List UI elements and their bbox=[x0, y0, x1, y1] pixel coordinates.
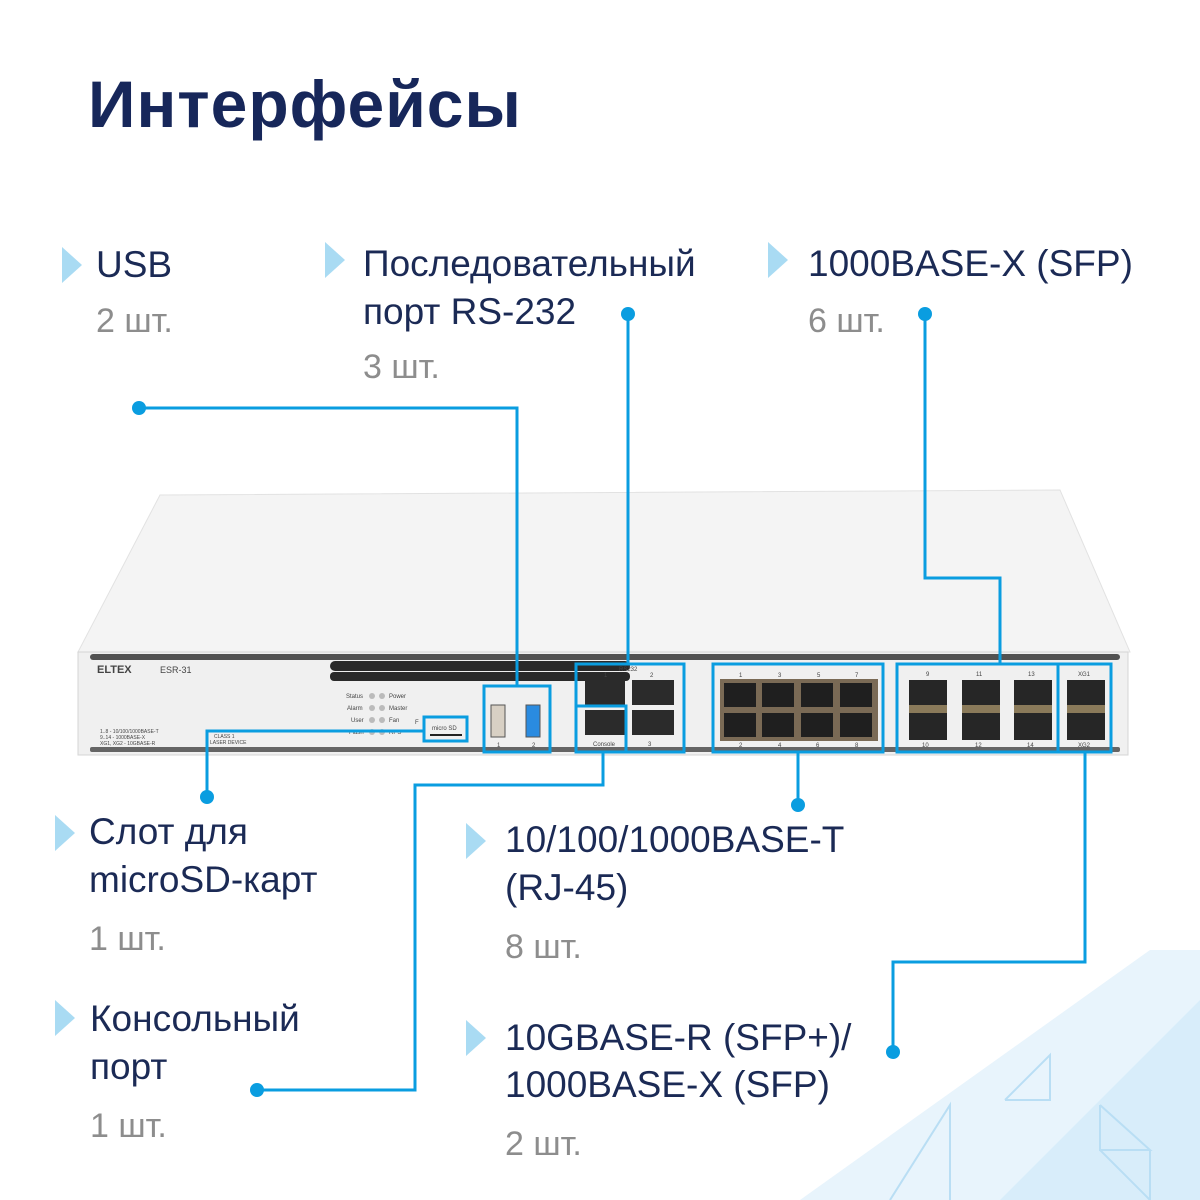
rs232-port-number: 1 bbox=[604, 673, 608, 679]
legend-line: XG1, XG2 - 10GBASE-R bbox=[100, 741, 156, 747]
led-label: Master bbox=[389, 706, 407, 712]
rs232-port-number: 2 bbox=[650, 673, 654, 679]
xg-port-label: XG2 bbox=[1078, 743, 1091, 749]
microsd-label: microSD-карт bbox=[89, 859, 318, 900]
sfp-port-number: 14 bbox=[1027, 743, 1034, 749]
triangle-bullet-icon bbox=[325, 242, 345, 278]
rj45-port-number: 8 bbox=[855, 743, 859, 749]
usb-port-number: 2 bbox=[532, 743, 536, 749]
f-label: F bbox=[415, 720, 419, 726]
triangle-bullet-icon bbox=[55, 815, 75, 851]
rj45-port-number: 7 bbox=[855, 673, 859, 679]
sfp-count: 6 шт. bbox=[808, 302, 885, 340]
microsd-label: micro SD bbox=[432, 726, 457, 732]
sfp-port-number: 9 bbox=[926, 672, 930, 678]
led-label: Status bbox=[346, 694, 363, 700]
sfpplus-count: 2 шт. bbox=[505, 1125, 582, 1163]
rj45-port-number: 6 bbox=[816, 743, 820, 749]
triangle-bullet-icon bbox=[768, 242, 788, 278]
rs232-label: Последовательный bbox=[363, 243, 696, 284]
sfpplus-highlight-box bbox=[1056, 662, 1113, 754]
console-label: порт bbox=[90, 1046, 168, 1087]
usb-highlight-box bbox=[482, 684, 552, 754]
led-label: Flash bbox=[349, 730, 364, 736]
triangle-bullet-icon bbox=[55, 1000, 75, 1036]
led-label: Power bbox=[389, 694, 406, 700]
xg-port-label: XG1 bbox=[1078, 672, 1091, 678]
led-label: Alarm bbox=[347, 706, 363, 712]
brand-logo: ELTEX bbox=[97, 664, 132, 676]
rj45-port-number: 4 bbox=[778, 743, 782, 749]
model-label: ESR-31 bbox=[160, 665, 192, 675]
usb-label: USB bbox=[96, 244, 173, 285]
rj45-port-number: 5 bbox=[817, 673, 821, 679]
sfp-port-number: 10 bbox=[922, 743, 929, 749]
rs232-label: порт RS-232 bbox=[363, 291, 577, 332]
legend-line: 9..14 - 1000BASE-X bbox=[100, 735, 146, 741]
triangle-bullet-icon bbox=[466, 823, 486, 859]
sfpplus-label: 10GBASE-R (SFP+)/ bbox=[505, 1017, 852, 1058]
rs232-label: RS232 bbox=[619, 667, 638, 673]
rj45-port-number: 2 bbox=[739, 743, 743, 749]
rj45-count: 8 шт. bbox=[505, 928, 582, 966]
sfp-port-number: 13 bbox=[1028, 672, 1035, 678]
legend-line: 1..8 - 10/100/1000BASE-T bbox=[100, 729, 159, 735]
microsd-count: 1 шт. bbox=[89, 920, 166, 958]
page-title: Интерфейсы bbox=[88, 67, 522, 141]
rj45-label: (RJ-45) bbox=[505, 867, 629, 908]
sfp-highlight-box bbox=[895, 662, 1060, 754]
usb-count: 2 шт. bbox=[96, 302, 173, 340]
rs232-count: 3 шт. bbox=[363, 348, 440, 386]
triangle-bullet-icon bbox=[466, 1020, 486, 1056]
led-label: RPS bbox=[389, 730, 401, 736]
microsd-label: Слот для bbox=[89, 811, 248, 852]
led-label: Fan bbox=[389, 718, 399, 724]
rj45-port-number: 3 bbox=[778, 673, 782, 679]
sfp-port-number: 11 bbox=[976, 672, 983, 678]
rs232-highlight-box bbox=[574, 662, 686, 754]
microsd-highlight-box bbox=[422, 715, 469, 743]
triangle-bullet-icon bbox=[62, 247, 82, 283]
console-highlight-box bbox=[576, 704, 628, 752]
laser-label: LASER DEVICE bbox=[210, 740, 247, 746]
sfp-label: 1000BASE-X (SFP) bbox=[808, 243, 1133, 284]
rj45-label: 10/100/1000BASE-T bbox=[505, 819, 845, 860]
rs232-port-number: 3 bbox=[648, 742, 652, 748]
console-label: Консольный bbox=[90, 998, 300, 1039]
console-count: 1 шт. bbox=[90, 1107, 167, 1145]
sfp-port-number: 12 bbox=[975, 743, 982, 749]
rj45-highlight-box bbox=[711, 662, 885, 754]
rj45-port-number: 1 bbox=[739, 673, 743, 679]
usb-port-number: 1 bbox=[497, 743, 501, 749]
sfpplus-label: 1000BASE-X (SFP) bbox=[505, 1064, 830, 1105]
led-label: User bbox=[351, 718, 364, 724]
laser-label: CLASS 1 bbox=[214, 734, 235, 740]
console-label: Console bbox=[593, 742, 616, 748]
